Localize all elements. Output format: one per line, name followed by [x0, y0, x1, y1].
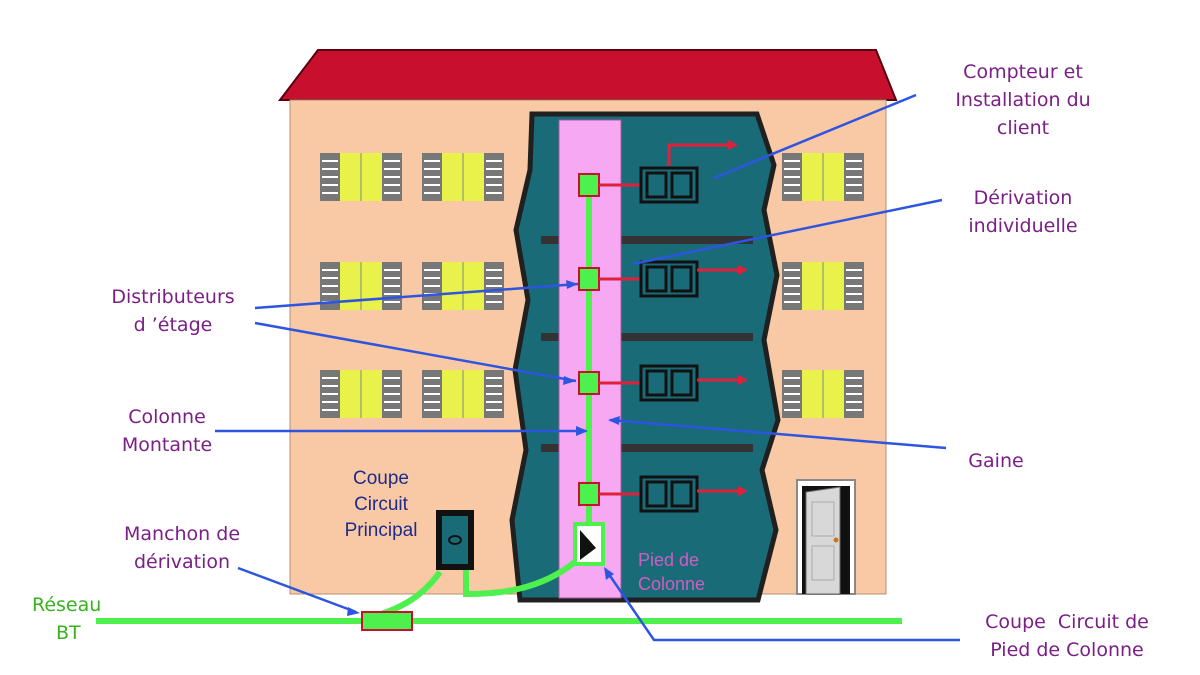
annotation-compteur: [713, 93, 917, 180]
entrance-door: [796, 479, 856, 595]
label-pied-de-colonne: Pied de Colonne: [638, 550, 706, 594]
meter-box: [639, 475, 699, 513]
label-coupe-circuit-principal: Coupe Circuit Principal: [344, 468, 418, 541]
floor-distributor: [578, 482, 600, 506]
floor-distributor: [578, 173, 600, 197]
label-derivation-individuelle: Dérivation individuelle: [968, 187, 1078, 237]
window: [320, 370, 402, 418]
label-manchon: Manchon de dérivation: [123, 523, 241, 573]
label-coupe-circuit-pied: Coupe Circuit de Pied de Colonne: [985, 611, 1149, 661]
main-circuit-breaker: [436, 510, 474, 570]
meter-box: [639, 166, 699, 204]
label-colonne-montante: Colonne Montante: [121, 406, 213, 456]
cutaway-shaft: [509, 111, 781, 603]
window: [782, 153, 864, 201]
meter-box: [639, 260, 699, 298]
label-gaine: Gaine: [968, 450, 1024, 472]
label-distributeurs: Distributeurs d ’étage: [111, 286, 235, 336]
derivation-sleeve: [361, 611, 413, 631]
window: [422, 262, 504, 310]
label-compteur: Compteur et Installation du client: [955, 61, 1091, 139]
floor-distributor: [578, 267, 600, 291]
annotation-pied: [604, 569, 960, 642]
window: [422, 153, 504, 201]
floor-slabs: [541, 236, 753, 452]
window: [782, 370, 864, 418]
annotation-derivation: [632, 198, 943, 266]
pied-de-colonne-cutout: [573, 522, 605, 566]
window: [422, 370, 504, 418]
annotation-gaine: [609, 418, 947, 450]
floor-distribution: [578, 140, 748, 513]
annotation-lines: [215, 93, 960, 642]
windows: [320, 153, 864, 418]
meter-box: [639, 364, 699, 402]
annotation-arrowheads: [347, 280, 620, 616]
annotation-distributeur-2: [254, 321, 577, 383]
label-reseau-bt: Réseau BT: [32, 594, 102, 644]
window: [782, 262, 864, 310]
annotation-manchon: [237, 566, 357, 614]
window: [320, 262, 402, 310]
roof: [277, 49, 898, 101]
annotation-distributeur-1: [254, 282, 579, 310]
feeder-cable: [463, 559, 577, 598]
floor-distributor: [578, 371, 600, 395]
window: [320, 153, 402, 201]
